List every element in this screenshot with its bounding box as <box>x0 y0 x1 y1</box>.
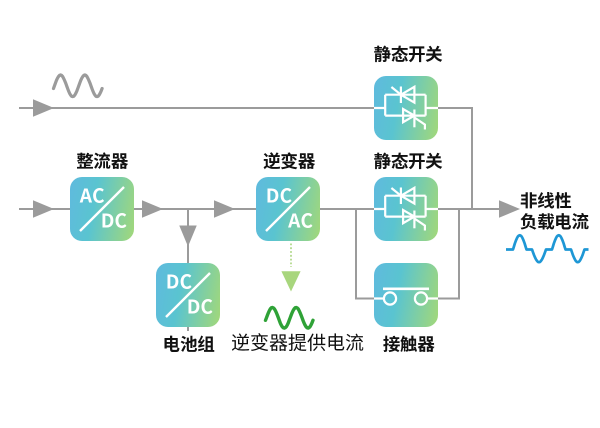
output-arrow <box>499 200 520 218</box>
battery-down-arrow <box>179 225 197 247</box>
rectifier-line2: DC <box>101 207 127 234</box>
contactor-label: 接触器 <box>382 331 435 356</box>
inverter-in-arrow <box>214 200 235 218</box>
load-label-line2: 负载电流 <box>520 208 589 234</box>
inverter-block: DC AC <box>256 177 320 241</box>
rectifier-block: AC DC <box>70 177 134 241</box>
battery-converter-line2: DC <box>187 293 213 320</box>
rectifier-label: 整流器 <box>76 148 128 174</box>
battery-converter-line1: DC <box>166 268 192 295</box>
battery-converter-icon: DC DC <box>165 268 213 320</box>
contactor-switch-icon <box>374 287 438 306</box>
inverter-line2: AC <box>288 207 313 234</box>
static-switch-main-thyristor-icon <box>374 185 438 231</box>
contactor-block <box>374 263 438 327</box>
flow-arrows <box>33 99 520 247</box>
static-switch-top-block <box>374 76 438 140</box>
static-switch-top-thyristor-icon <box>374 84 438 130</box>
static-switch-top-label: 静态开关 <box>373 41 443 67</box>
contactor-branch-right <box>438 209 460 300</box>
utility-sine-wave-icon <box>51 73 104 99</box>
inverter-current-arrow <box>281 271 301 292</box>
main-input-arrow <box>33 200 54 218</box>
nonlinear-load-wave-icon <box>506 233 589 264</box>
bypass-line-right <box>438 107 473 209</box>
static-switch-main-block <box>374 177 438 241</box>
inverter-sine-wave-icon <box>263 305 315 330</box>
inverter-label: 逆变器 <box>263 148 315 174</box>
static-switch-main-label: 静态开关 <box>373 148 443 174</box>
battery-label: 电池组 <box>162 331 215 356</box>
inverter-line1: DC <box>266 182 292 209</box>
load-label-line1: 非线性 <box>520 187 572 213</box>
bypass-input-arrow <box>33 99 54 117</box>
rectifier-line1: AC <box>80 182 105 209</box>
rectifier-icon: AC DC <box>79 182 127 234</box>
inverter-icon: DC AC <box>265 182 313 234</box>
inverter-current-caption: 逆变器提供电流 <box>230 328 365 356</box>
load-label: 非线性负载电流 <box>520 190 589 232</box>
battery-converter-block: DC DC <box>156 263 220 327</box>
rectifier-out-arrow <box>142 200 163 218</box>
contactor-branch-left <box>355 209 374 300</box>
